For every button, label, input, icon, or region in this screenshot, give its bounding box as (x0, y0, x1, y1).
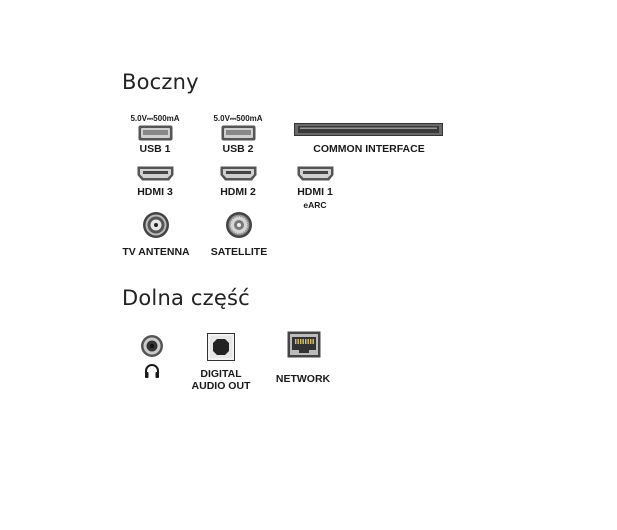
section-title-side: Boczny (122, 70, 199, 94)
satellite-port-icon (225, 211, 253, 239)
usb1-label: USB 1 (139, 143, 171, 155)
hdmi2-label: HDMI 2 (220, 186, 256, 198)
headphone-icon (144, 363, 160, 379)
usb2-port-icon (221, 125, 256, 141)
digital-audio-out-port-icon (207, 333, 235, 361)
usb2-label: USB 2 (222, 143, 254, 155)
network-port-icon (287, 331, 321, 358)
satellite-label: SATELLITE (210, 246, 268, 258)
common-interface-label: COMMON INTERFACE (313, 143, 425, 155)
headphone-jack-icon (140, 334, 164, 358)
tv-antenna-port-icon (142, 211, 170, 239)
digital-audio-out-label-line1: DIGITAL (200, 368, 242, 380)
section-title-bottom: Dolna część (122, 286, 250, 310)
usb1-port-icon (138, 125, 173, 141)
hdmi1-label: HDMI 1 (297, 186, 333, 198)
usb2-spec: 5.0V⎓500mA (213, 114, 263, 123)
common-interface-slot-icon (294, 123, 443, 136)
tv-antenna-label: TV ANTENNA (122, 246, 190, 258)
hdmi2-port-icon (220, 166, 257, 181)
network-label: NETWORK (275, 373, 331, 385)
hdmi3-label: HDMI 3 (137, 186, 173, 198)
hdmi1-earc-label: eARC (303, 200, 327, 210)
digital-audio-out-label-line2: AUDIO OUT (191, 380, 251, 392)
hdmi3-port-icon (137, 166, 174, 181)
hdmi1-port-icon (297, 166, 334, 181)
usb1-spec: 5.0V⎓500mA (130, 114, 180, 123)
